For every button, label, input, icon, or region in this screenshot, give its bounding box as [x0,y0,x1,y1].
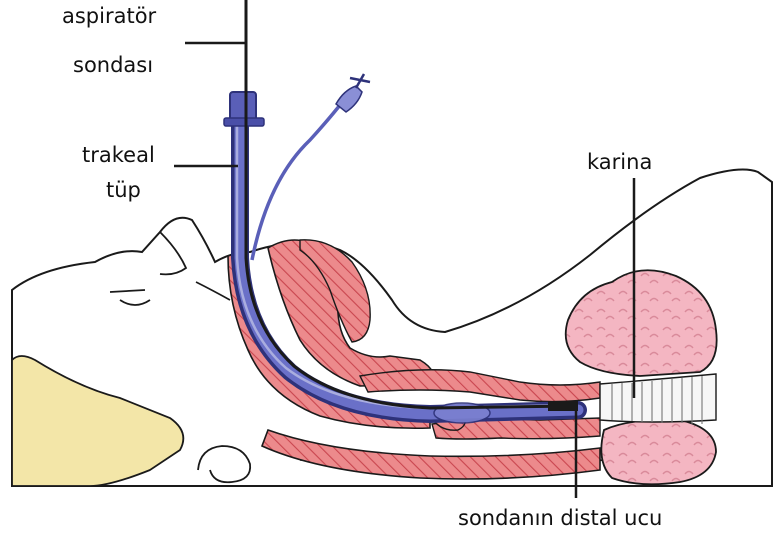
label-tracheal-line1: trakeal [82,145,155,166]
pilot-balloon [336,86,362,112]
pilot-balloon-line [252,100,344,260]
lung-lower [601,420,716,485]
label-aspirator-line1: aspiratör [62,6,156,27]
label-tracheal-line2: tüp [106,180,141,201]
catheter-tip [548,401,578,411]
label-carina: karina [587,152,652,173]
tube-flange [224,118,264,126]
label-aspirator-line2: sondası [73,55,153,76]
pilot-valve [350,74,370,88]
label-distal-tip: sondanın distal ucu [458,508,662,529]
